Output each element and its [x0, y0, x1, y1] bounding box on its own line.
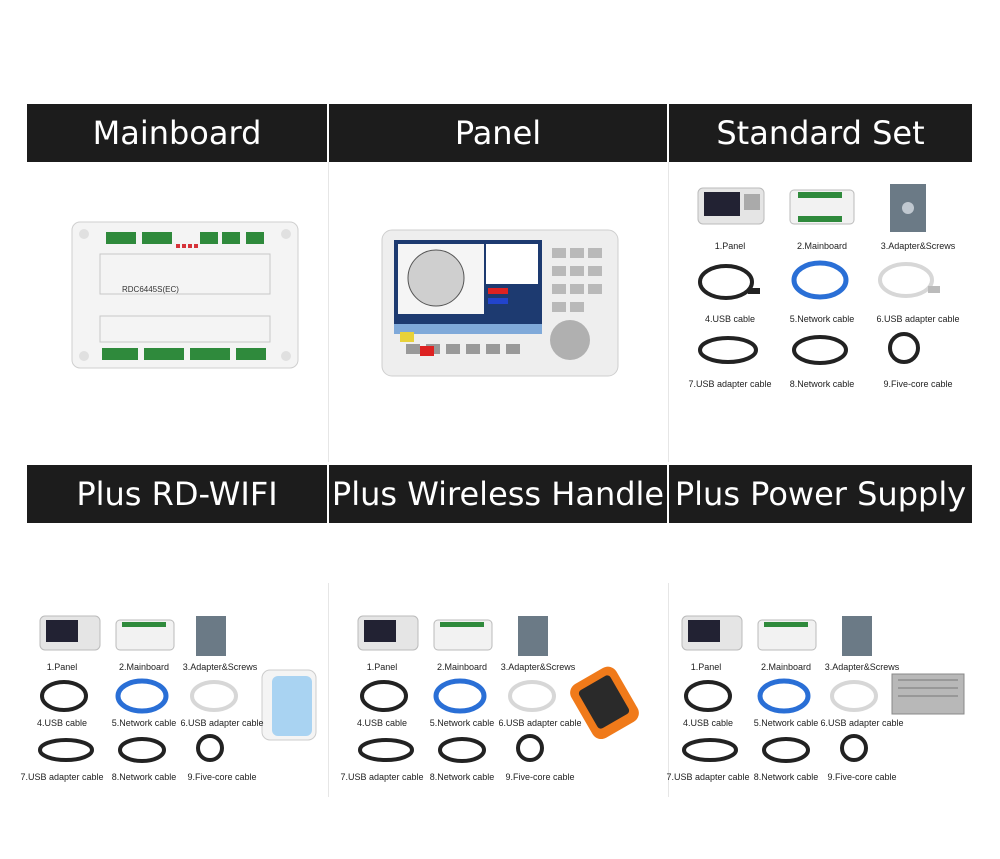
handle-label-usb-cable: 4.USB cable: [356, 718, 408, 728]
wifi-label-panel: 1.Panel: [46, 662, 78, 672]
mainboard-thumb-icon: [789, 189, 855, 225]
network-cable-thumb-icon: [115, 678, 169, 714]
ps-label-usb-cable: 4.USB cable: [682, 718, 734, 728]
network-cable-black-thumb-icon: [762, 737, 810, 763]
panel-thumb-icon: [681, 615, 743, 651]
five-core-cable-thumb-icon: [888, 332, 920, 364]
network-cable-black-thumb-icon: [118, 737, 166, 763]
five-core-cable-thumb-icon: [516, 734, 544, 762]
adapter-screws-thumb-icon: [196, 616, 226, 656]
std-label-usb-cable: 4.USB cable: [704, 314, 756, 324]
ps-label-adapter-screws: 3.Adapter&Screws: [824, 662, 900, 672]
handle-label-usb-adapter-cable: 6.USB adapter cable: [498, 718, 582, 728]
network-cable-black-thumb-icon: [438, 737, 486, 763]
std-label-mainboard: 2.Mainboard: [796, 241, 848, 251]
five-core-cable-thumb-icon: [196, 734, 224, 762]
usb-adapter-cable-black-thumb-icon: [698, 336, 758, 364]
usb-cable-thumb-icon: [684, 680, 732, 712]
panel-thumb-icon: [39, 615, 101, 651]
usb-adapter-cable-black-thumb-icon: [682, 738, 738, 762]
std-label-network-cable: 5.Network cable: [789, 314, 855, 324]
handle-label-mainboard: 2.Mainboard: [436, 662, 488, 672]
ps-label-usb-adapter-cable-7: 7.USB adapter cable: [666, 772, 750, 782]
handle-label-five-core-cable: 9.Five-core cable: [505, 772, 575, 782]
usb-cable-thumb-icon: [698, 264, 760, 300]
wifi-label-five-core-cable: 9.Five-core cable: [187, 772, 257, 782]
wifi-router-icon: [261, 669, 317, 741]
power-supply-icon: [891, 673, 965, 715]
std-label-panel: 1.Panel: [714, 241, 746, 251]
wifi-label-network-cable-8: 8.Network cable: [111, 772, 177, 782]
std-label-usb-adapter-cable: 6.USB adapter cable: [876, 314, 960, 324]
std-label-adapter-screws: 3.Adapter&Screws: [880, 241, 956, 251]
wifi-label-network-cable: 5.Network cable: [111, 718, 177, 728]
mainboard-model-label: RDC6445S(EC): [122, 285, 179, 294]
handle-label-network-cable: 5.Network cable: [429, 718, 495, 728]
ps-label-five-core-cable: 9.Five-core cable: [827, 772, 897, 782]
power-supply-cell: [668, 583, 669, 797]
ps-label-network-cable-8: 8.Network cable: [753, 772, 819, 782]
header-panel: Panel: [329, 104, 667, 162]
wireless-handle-icon: [570, 666, 639, 740]
adapter-screws-thumb-icon: [518, 616, 548, 656]
usb-adapter-cable-thumb-icon: [190, 680, 238, 712]
panel-thumb-icon: [357, 615, 419, 651]
mainboard-thumb-icon: [757, 619, 817, 651]
network-cable-black-thumb-icon: [792, 335, 848, 365]
network-cable-thumb-icon: [433, 678, 487, 714]
std-label-usb-adapter-cable-7: 7.USB adapter cable: [688, 379, 772, 389]
header-plus-wireless-handle: Plus Wireless Handle: [329, 465, 667, 523]
panel-thumb-icon: [697, 187, 765, 225]
panel-image: [381, 229, 619, 377]
wireless-handle-cell: [328, 583, 329, 797]
header-plus-rd-wifi: Plus RD-WIFI: [27, 465, 327, 523]
network-cable-thumb-icon: [791, 260, 849, 300]
std-label-network-cable-8: 8.Network cable: [789, 379, 855, 389]
mainboard-cell: [328, 162, 329, 462]
wifi-label-usb-adapter-cable-7: 7.USB adapter cable: [20, 772, 104, 782]
network-cable-thumb-icon: [757, 678, 811, 714]
wifi-label-usb-cable: 4.USB cable: [36, 718, 88, 728]
handle-label-adapter-screws: 3.Adapter&Screws: [500, 662, 576, 672]
mainboard-thumb-icon: [115, 619, 175, 651]
handle-label-panel: 1.Panel: [366, 662, 398, 672]
adapter-screws-thumb-icon: [890, 184, 926, 232]
ps-label-network-cable: 5.Network cable: [753, 718, 819, 728]
mainboard-image: RDC6445S(EC): [71, 221, 299, 369]
wifi-label-mainboard: 2.Mainboard: [118, 662, 170, 672]
usb-adapter-cable-black-thumb-icon: [358, 738, 414, 762]
handle-label-network-cable-8: 8.Network cable: [429, 772, 495, 782]
ps-label-usb-adapter-cable: 6.USB adapter cable: [820, 718, 904, 728]
header-plus-power-supply: Plus Power Supply: [669, 465, 972, 523]
header-standard-set: Standard Set: [669, 104, 972, 162]
usb-cable-thumb-icon: [40, 680, 88, 712]
usb-adapter-cable-black-thumb-icon: [38, 738, 94, 762]
handle-label-usb-adapter-cable-7: 7.USB adapter cable: [340, 772, 424, 782]
header-mainboard: Mainboard: [27, 104, 327, 162]
std-label-five-core-cable: 9.Five-core cable: [883, 379, 953, 389]
wifi-label-usb-adapter-cable: 6.USB adapter cable: [180, 718, 264, 728]
standard-set-cell: [668, 162, 669, 462]
mainboard-thumb-icon: [433, 619, 493, 651]
wifi-label-adapter-screws: 3.Adapter&Screws: [182, 662, 258, 672]
usb-cable-thumb-icon: [360, 680, 408, 712]
usb-adapter-cable-thumb-icon: [878, 262, 940, 298]
five-core-cable-thumb-icon: [840, 734, 868, 762]
usb-adapter-cable-thumb-icon: [830, 680, 878, 712]
ps-label-mainboard: 2.Mainboard: [760, 662, 812, 672]
usb-adapter-cable-thumb-icon: [508, 680, 556, 712]
ps-label-panel: 1.Panel: [690, 662, 722, 672]
adapter-screws-thumb-icon: [842, 616, 872, 656]
